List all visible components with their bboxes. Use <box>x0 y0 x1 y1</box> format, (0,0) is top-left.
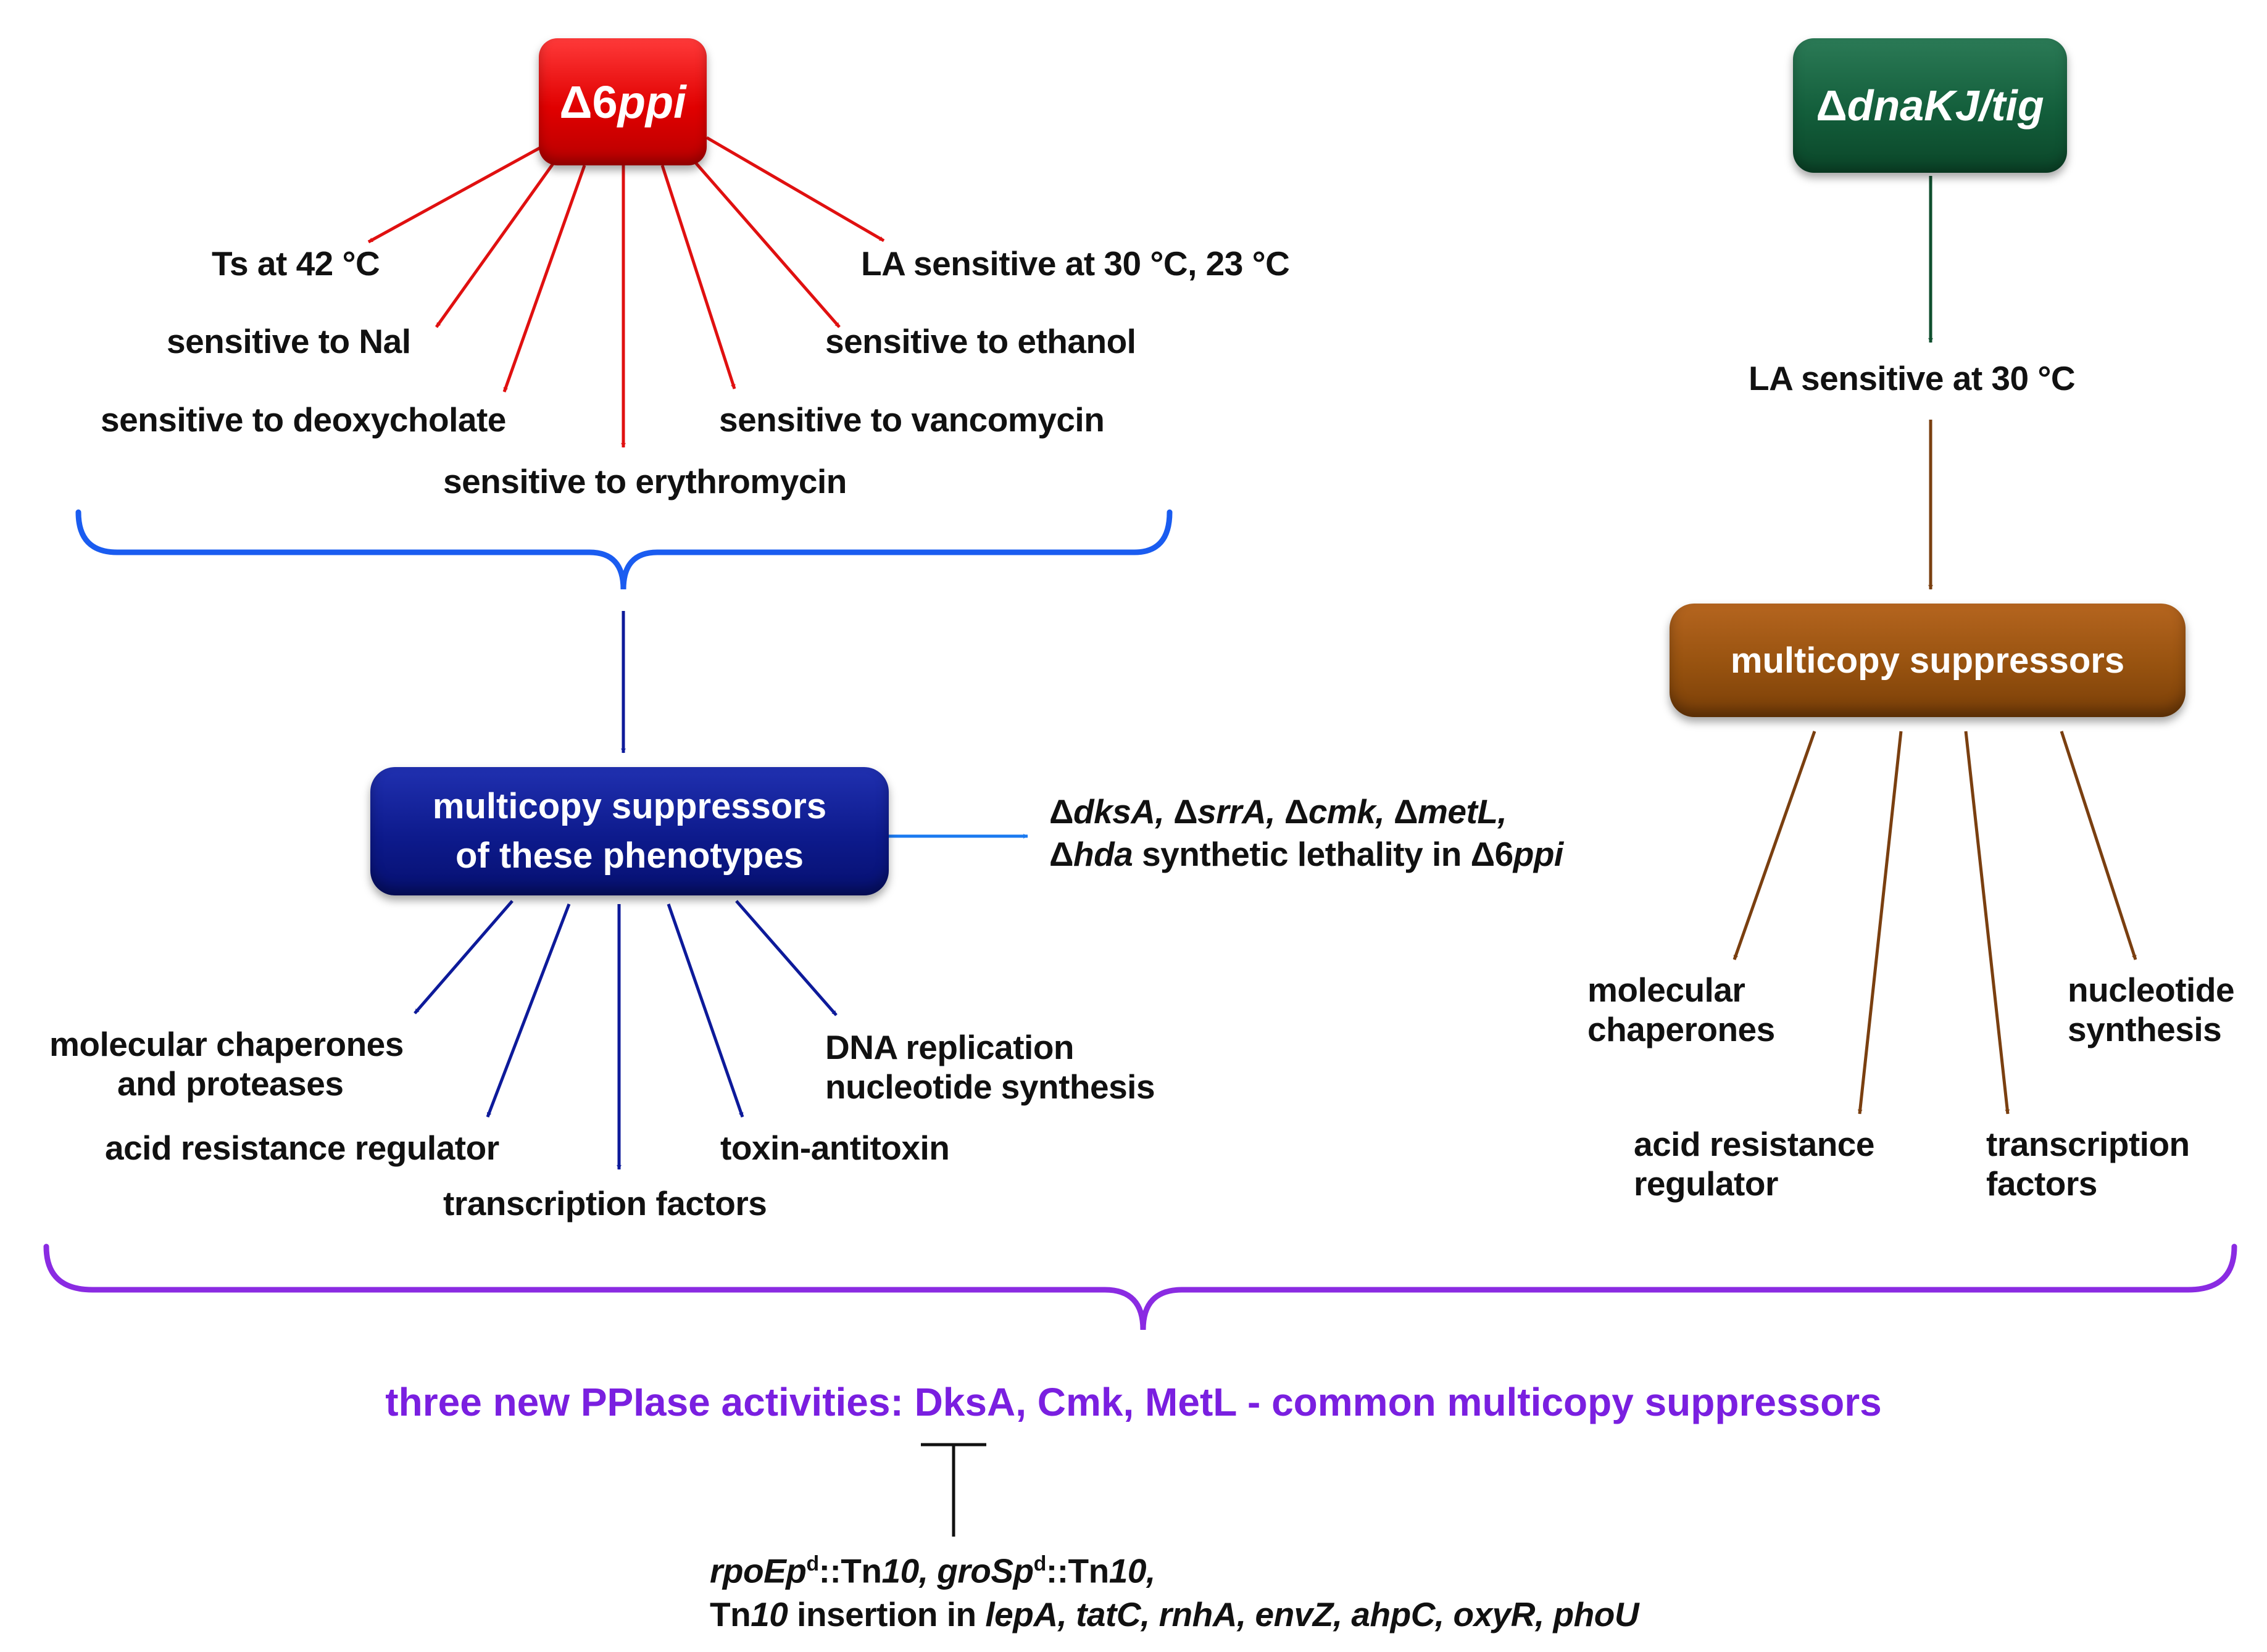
left-suppressors-line2: of these phenotypes <box>455 836 804 876</box>
arrow-to-right-nucleotide <box>2060 731 2137 960</box>
arrow-to-nal <box>435 153 562 328</box>
inhibitor-line1: rpoEpd::Tn10, groSpd::Tn10, <box>710 1551 1155 1590</box>
conclusion-text: three new PPIase activities: DksA, Cmk, … <box>385 1380 1882 1424</box>
dnak-gene: dnaKJ/tig <box>1847 81 2044 130</box>
right-suppressor-arrows <box>1732 731 2137 1114</box>
ppi-phenotype-arrows <box>367 136 885 448</box>
arrow-to-left-toxin <box>667 903 744 1118</box>
left-phenotype-brace <box>75 509 1173 590</box>
synthetic-lethality-line2: Δhda synthetic lethality in Δ6ppi <box>1049 835 1563 873</box>
left-class-toxin: toxin-antitoxin <box>720 1129 950 1167</box>
inhibition-bar <box>921 1443 986 1537</box>
phenotype-deoxycholate: sensitive to deoxycholate <box>101 401 506 439</box>
arrow-to-la <box>705 136 885 243</box>
global-brace <box>43 1243 2237 1330</box>
ppi-count: 6 <box>592 76 618 128</box>
phenotype-la-right: LA sensitive at 30 °C <box>1749 359 2076 397</box>
arrow-to-right-chaperones <box>1732 731 1816 960</box>
arrow-to-left-chaperones <box>414 900 514 1015</box>
right-class-chaperones: molecular chaperones <box>1587 971 1775 1048</box>
arrow-to-left-dna <box>735 900 838 1016</box>
arrow-to-deoxycholate <box>502 165 586 392</box>
right-suppressors-box: multicopy suppressors <box>1670 604 2186 717</box>
arrow-to-right-acid <box>1857 731 1903 1114</box>
delta-symbol: Δ <box>559 76 593 128</box>
left-class-acid: acid resistance regulator <box>105 1129 499 1167</box>
phenotype-erythromycin: sensitive to erythromycin <box>443 462 847 500</box>
left-suppressors-line1: multicopy suppressors <box>432 786 827 826</box>
arrow-to-right-transcription <box>1964 731 2010 1114</box>
phenotype-ethanol: sensitive to ethanol <box>825 322 1136 360</box>
ppi-gene: ppi <box>617 76 686 128</box>
phenotype-ts: Ts at 42 °C <box>212 244 380 283</box>
arrow-to-ethanol <box>687 153 841 328</box>
left-class-chaperones: molecular chaperones and proteases <box>49 1025 404 1103</box>
arrow-to-ts <box>367 136 560 244</box>
left-class-transcription: transcription factors <box>443 1184 767 1222</box>
right-class-acid: acid resistance regulator <box>1634 1125 1874 1203</box>
left-class-dna: DNA replication nucleotide synthesis <box>825 1028 1155 1106</box>
right-class-transcription: transcription factors <box>1986 1125 2190 1203</box>
right-suppressors-label: multicopy suppressors <box>1730 640 2125 681</box>
phenotype-vancomycin: sensitive to vancomycin <box>719 401 1105 439</box>
left-suppressor-arrows <box>414 900 838 1170</box>
phenotype-la-left: LA sensitive at 30 °C, 23 °C <box>861 244 1290 283</box>
right-class-nucleotide: nucleotide synthesis <box>2068 971 2235 1048</box>
left-suppressors-box: multicopy suppressors of these phenotype… <box>370 767 889 895</box>
inhibitor-line2: Tn10 insertion in lepA, tatC, rnhA, envZ… <box>710 1595 1639 1633</box>
synthetic-lethality-line1: ΔdksA, ΔsrrA, Δcmk, ΔmetL, <box>1049 792 1507 831</box>
phenotype-nal: sensitive to Nal <box>167 322 411 360</box>
arrow-to-left-acid <box>486 903 571 1118</box>
arrow-to-vancomycin <box>660 165 736 389</box>
delta-symbol: Δ <box>1816 81 1847 130</box>
